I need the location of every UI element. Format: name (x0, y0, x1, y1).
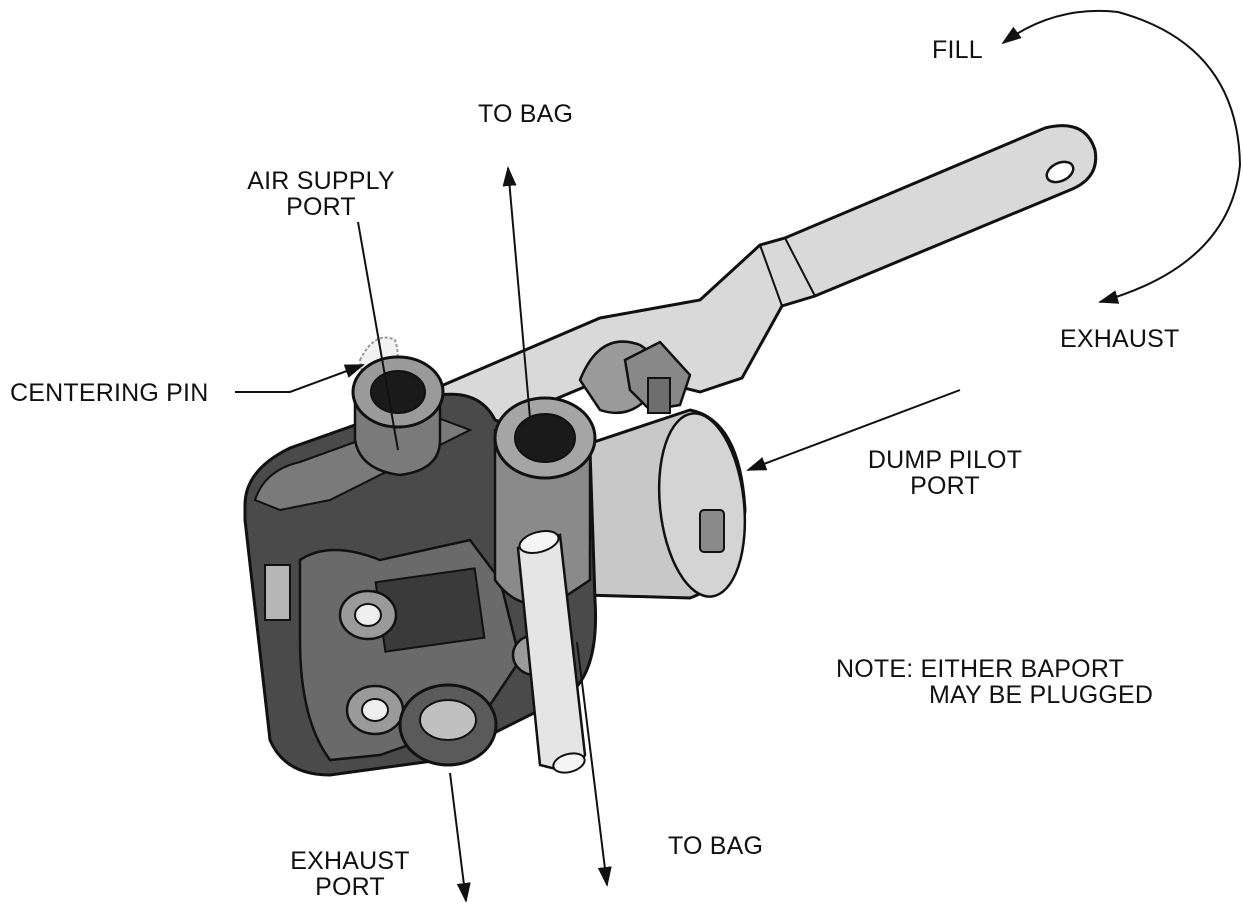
fill-label: FILL (932, 36, 983, 64)
centering-pin-label: CENTERING PIN (10, 379, 209, 407)
air-supply-line-2: PORT (286, 193, 356, 221)
dump-pilot-line-1: DUMP PILOT (867, 446, 1023, 474)
note-line-2: MAY BE PLUGGED (929, 681, 1154, 709)
air-supply-line-1: AIR SUPPLY (247, 167, 395, 195)
note-line-1: NOTE: EITHER BAPORT (836, 655, 1125, 683)
to-bag-bottom-arrow (576, 641, 612, 887)
linkage-nut (578, 340, 692, 415)
air-supply-leader (357, 221, 399, 451)
to-bag-top-label: TO BAG (478, 100, 574, 128)
exhaust-port-line-2: PORT (315, 873, 385, 901)
lever-arm (417, 124, 1098, 437)
to-bag-bottom-label: TO BAG (668, 832, 764, 860)
to-bag-top-arrow (502, 166, 531, 419)
air-supply-boss (351, 355, 445, 477)
exhaust-port-label: EXHAUST PORT (270, 848, 430, 900)
exhaust-port-arrow (449, 772, 471, 903)
dump-pilot-line-2: PORT (910, 472, 980, 500)
air-supply-port-label: AIR SUPPLY PORT (226, 168, 416, 220)
through-shaft (516, 530, 587, 774)
dump-pilot-port-label: DUMP PILOT PORT (845, 447, 1045, 499)
callout-arrows (235, 9, 1242, 903)
note-label: NOTE: EITHER BAPORT MAY BE PLUGGED (836, 656, 1153, 708)
fill-exhaust-arc-arrow (1001, 9, 1242, 304)
exhaust-port-line-1: EXHAUST (290, 847, 410, 875)
exhaust-label: EXHAUST (1060, 325, 1180, 353)
exhaust-port-boss (398, 683, 498, 767)
dump-pilot-arrow (746, 389, 961, 471)
to-bag-boss (493, 396, 597, 606)
dump-pilot-cylinder (583, 408, 747, 600)
centering-pin-leader (235, 364, 365, 393)
